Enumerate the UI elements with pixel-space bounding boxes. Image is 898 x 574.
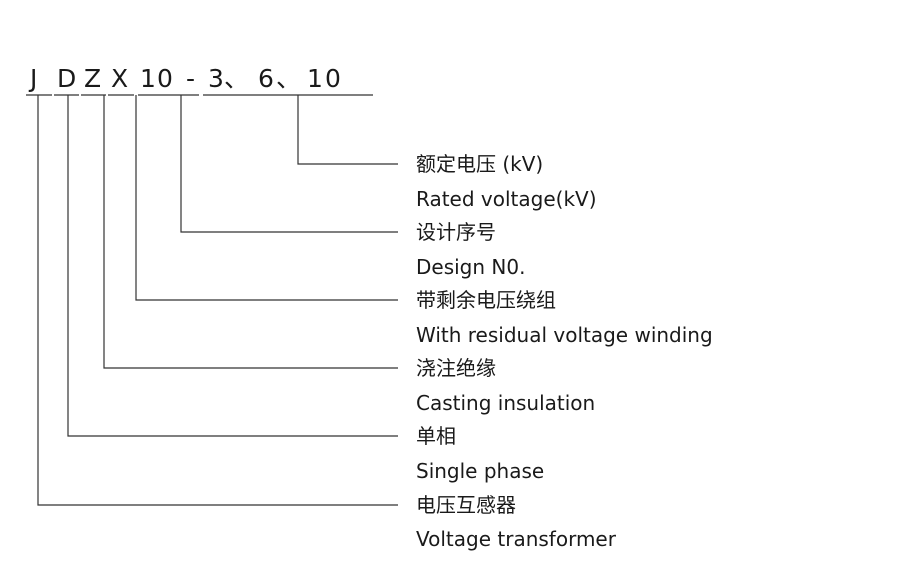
label-rated-voltage-zh: 额定电压 (kV) [416, 152, 544, 176]
label-rated-voltage-en: Rated voltage(kV) [416, 187, 597, 211]
code-char-z: Z [84, 64, 102, 93]
leader-residual-winding [135, 95, 398, 301]
code-char-j: J [30, 64, 38, 93]
code-char-0b: 0 [325, 64, 341, 93]
code-char-sep-2: 、 [276, 64, 302, 93]
leader-design-no [180, 95, 398, 233]
leader-rated-voltage [297, 95, 398, 165]
code-char-0: 0 [157, 64, 173, 93]
code-char-3: 3 [208, 64, 224, 93]
label-design-no-en: Design N0. [416, 255, 526, 279]
label-design-no-zh: 设计序号 [416, 220, 496, 244]
leader-voltage-transformer [37, 95, 398, 506]
code-char-sep-1: 、 [224, 64, 250, 93]
code-char-1: 1 [140, 64, 156, 93]
label-casting-insulation-en: Casting insulation [416, 391, 596, 415]
code-char-x: X [111, 64, 129, 93]
code-char-d: D [57, 64, 77, 93]
leader-single-phase [67, 95, 398, 437]
label-single-phase-en: Single phase [416, 459, 545, 483]
code-char-1b: 1 [307, 64, 323, 93]
label-voltage-transformer-en: Voltage transformer [416, 527, 616, 551]
code-char-dash: - [186, 64, 196, 93]
label-single-phase-zh: 单相 [416, 424, 456, 448]
label-casting-insulation-zh: 浇注绝缘 [416, 356, 496, 380]
code-char-6: 6 [258, 64, 274, 93]
label-residual-winding-zh: 带剩余电压绕组 [416, 288, 556, 312]
leader-casting-insulation [103, 95, 398, 369]
label-residual-winding-en: With residual voltage winding [416, 323, 713, 347]
label-voltage-transformer-zh: 电压互感器 [416, 493, 516, 517]
